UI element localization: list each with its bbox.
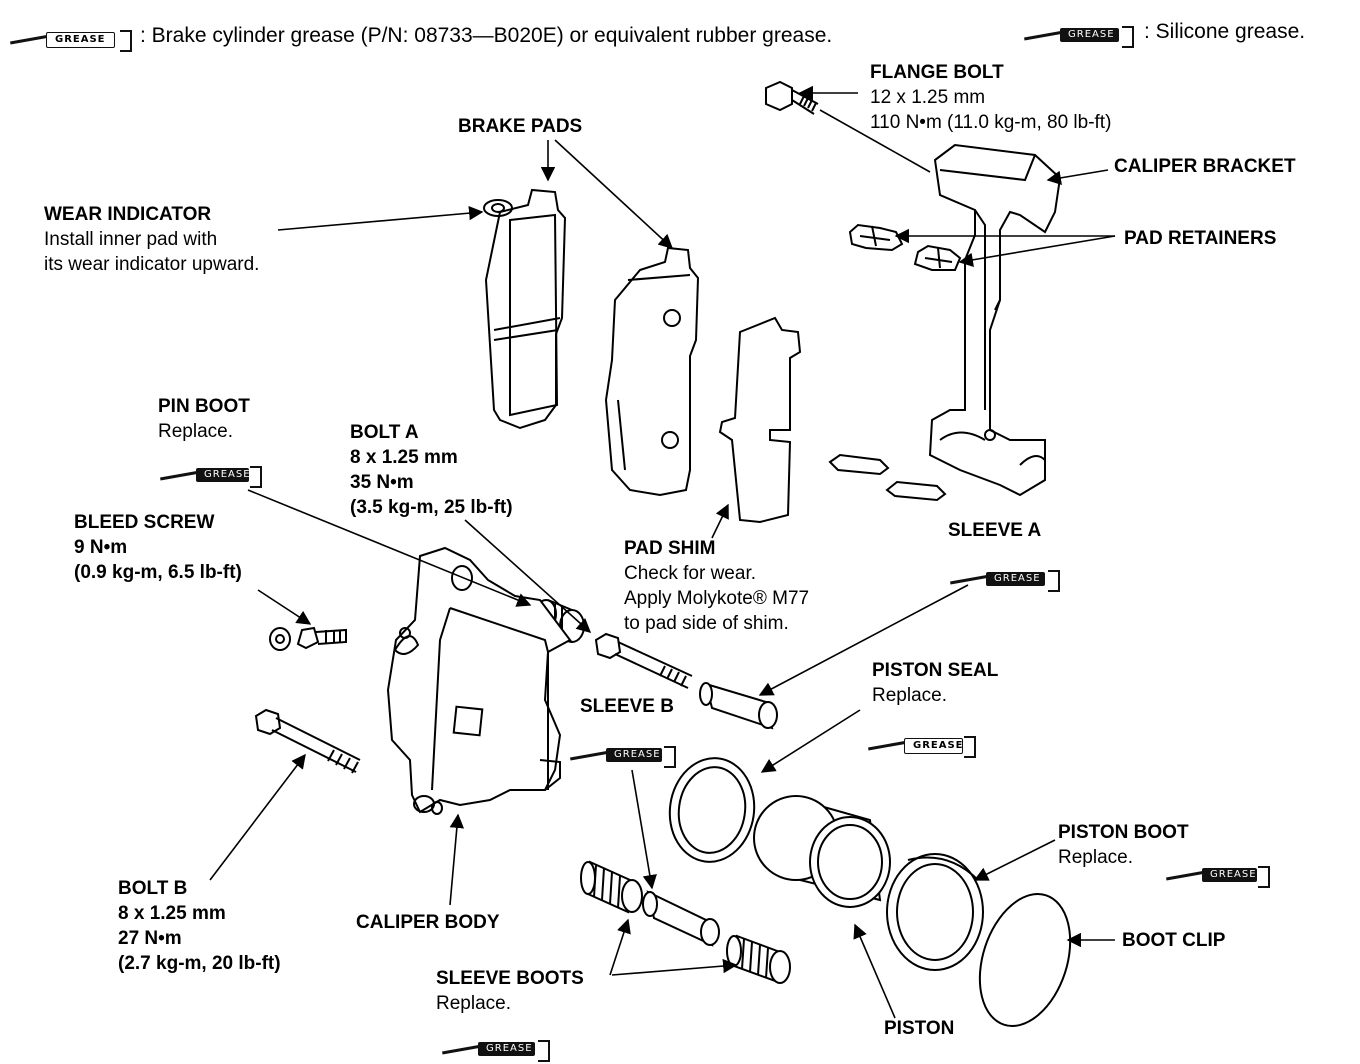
boot-clip-label: BOOT CLIP [1122, 930, 1226, 951]
bolt-b-part [254, 708, 361, 774]
caliper-bracket-part [928, 143, 1062, 497]
sleeve-boots-part [580, 860, 791, 984]
pin-boot-label: PIN BOOT Replace. [158, 396, 250, 442]
leader-lines [209, 85, 1116, 1019]
silicone-grease-legend-text: : Silicone grease. [1144, 20, 1306, 43]
caliper-body-label: CALIPER BODY [356, 912, 500, 933]
sleeve-a-part [699, 682, 778, 730]
piston-boot-grease-icon: GREASE [1166, 862, 1280, 888]
piston-seal-part [668, 757, 756, 863]
outer-brake-pad-part [604, 246, 700, 497]
boot-clip-part [978, 893, 1072, 1027]
piston-seal-label: PISTON SEAL Replace. [872, 660, 999, 706]
flange-bolt-part [765, 80, 819, 115]
sleeve-b-part [642, 890, 720, 947]
wear-indicator-label: WEAR INDICATOR Install inner pad with it… [44, 204, 260, 275]
silicone-grease-legend-icon: GREASE [1024, 22, 1144, 48]
flange-bolt-label: FLANGE BOLT 12 x 1.25 mm 110 N•m (11.0 k… [870, 62, 1112, 133]
bolt-b-label: BOLT B 8 x 1.25 mm 27 N•m (2.7 kg-m, 20 … [118, 878, 281, 974]
caliper-bracket-label: CALIPER BRACKET [1114, 156, 1296, 177]
sleeve-a-label: SLEEVE A [948, 520, 1042, 541]
inner-brake-pad-part [483, 188, 567, 430]
pad-shim-label: PAD SHIM Check for wear. Apply Molykote®… [624, 538, 810, 634]
brake-grease-legend-icon: GREASE [10, 26, 142, 52]
piston-boot-part [886, 853, 984, 971]
bolt-a-part [594, 632, 693, 689]
brake-pads-label: BRAKE PADS [458, 116, 583, 137]
piston-boot-label: PISTON BOOT Replace. [1058, 822, 1189, 868]
pad-shim-part [718, 316, 802, 524]
sleeve-b-grease-icon: GREASE [570, 742, 686, 768]
caliper-body-part [386, 546, 572, 815]
sleeve-boots-label: SLEEVE BOOTS Replace. [436, 968, 584, 1014]
bleed-screw-label: BLEED SCREW 9 N•m (0.9 kg-m, 6.5 lb-ft) [74, 512, 242, 583]
bleed-screw-part [269, 626, 347, 651]
sleeve-b-label: SLEEVE B [580, 696, 674, 717]
pad-retainer-part [828, 223, 962, 502]
sleeve-boots-grease-icon: GREASE [442, 1036, 560, 1062]
piston-seal-grease-icon: GREASE [868, 732, 986, 758]
piston-label: PISTON [884, 1018, 955, 1039]
pin-boot-grease-icon: GREASE [160, 462, 272, 488]
piston-part [753, 795, 891, 908]
sleeve-a-grease-icon: GREASE [950, 566, 1070, 592]
bolt-a-label: BOLT A 8 x 1.25 mm 35 N•m (3.5 kg-m, 25 … [350, 422, 513, 518]
pad-retainers-label: PAD RETAINERS [1124, 228, 1277, 249]
brake-grease-legend-text: : Brake cylinder grease (P/N: 08733—B020… [140, 24, 833, 47]
